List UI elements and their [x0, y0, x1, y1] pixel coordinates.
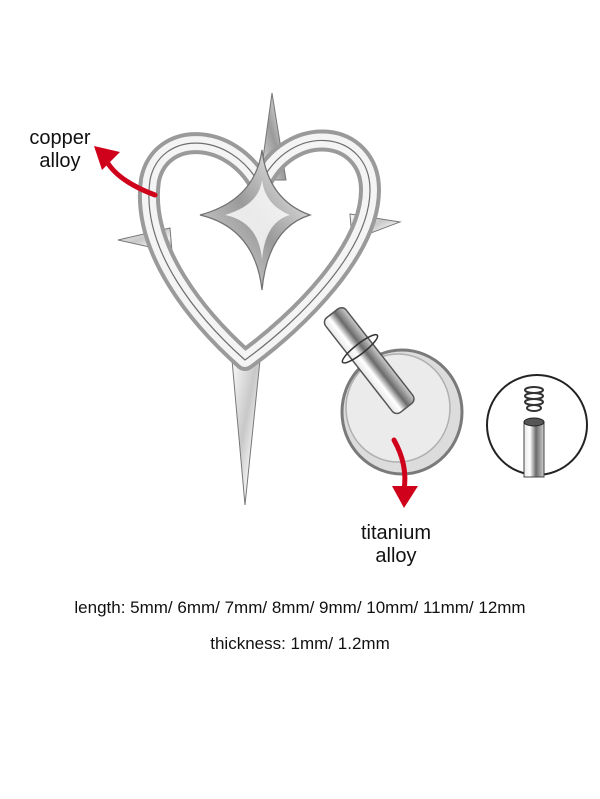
four-point-star: [199, 149, 312, 291]
material-label-line1: titanium: [360, 522, 432, 544]
hollow-post: [523, 417, 545, 478]
spec-length: length: 5mm/ 6mm/ 7mm/ 8mm/ 9mm/ 10mm/ 1…: [74, 598, 526, 617]
material-label-line2: alloy: [375, 545, 417, 567]
arrow-titanium: [391, 437, 418, 508]
material-label-titanium: titanium alloy: [346, 522, 446, 568]
material-label-line2: alloy: [39, 150, 81, 172]
screw-thread: [524, 386, 544, 412]
material-label-copper: copper alloy: [20, 127, 100, 173]
thread-detail-inset: [486, 374, 588, 478]
spec-thickness: thickness: 1mm/ 1.2mm: [210, 634, 390, 653]
material-label-line1: copper: [29, 127, 91, 149]
labret-post: [323, 307, 415, 415]
arrow-copper: [94, 146, 158, 198]
